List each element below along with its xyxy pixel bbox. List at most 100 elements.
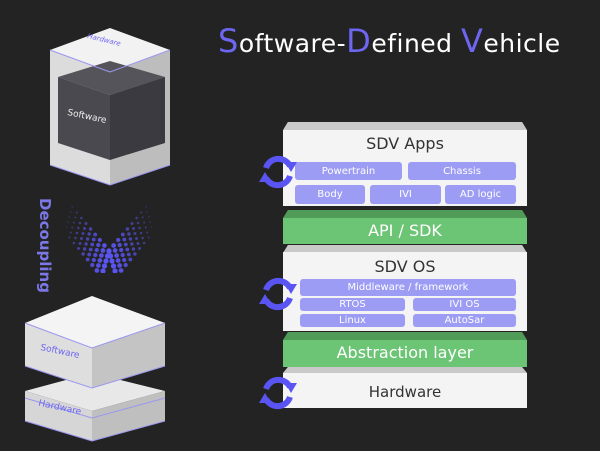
chevron-dot — [143, 221, 146, 224]
chevron-dot — [66, 221, 69, 223]
chevron-dot — [80, 216, 83, 220]
api-sdk-layer: API / SDK — [283, 210, 527, 244]
chevron-dot — [136, 221, 140, 225]
os-chip-rtos: RTOS — [300, 298, 405, 311]
title-letter: S — [218, 22, 239, 60]
chevron-dot — [68, 216, 70, 218]
os-chip-middleware: Middleware / framework — [300, 279, 516, 296]
chevron-dot — [144, 226, 147, 229]
refresh-icon — [257, 151, 299, 193]
coupled-cube-illustration — [49, 28, 171, 186]
chevron-dot — [125, 227, 130, 231]
chevron-dot — [145, 206, 147, 208]
sdv-apps-title: SDV Apps — [366, 134, 444, 153]
chevron-dot — [106, 248, 112, 254]
chevron-dot — [97, 237, 102, 243]
chevron-dot — [151, 226, 152, 228]
chevron-dot — [141, 216, 144, 219]
chevron-dot — [103, 258, 109, 264]
chevron-dot — [112, 268, 118, 273]
chevron-dot — [82, 247, 87, 251]
chevron-dot — [85, 257, 90, 262]
chevron-dot — [72, 221, 75, 224]
os-chip-autosar: AutoSar — [413, 314, 516, 327]
chevron-dot — [135, 237, 138, 240]
sdv-os-layer: SDV OS Middleware / framework RTOS IVI O… — [283, 245, 527, 331]
chevron-dot — [135, 216, 138, 220]
chevron-dot — [138, 247, 141, 250]
chevron-dot — [77, 247, 80, 250]
chevron-dot — [77, 226, 80, 230]
chevron-dot — [96, 242, 101, 248]
page-title: Software-Defined Vehicle — [218, 22, 561, 60]
title-part: efined — [371, 29, 461, 58]
chevron-dot — [115, 258, 121, 263]
chevron-dot — [81, 252, 85, 256]
title-part: oftware- — [238, 29, 347, 58]
chevron-dot — [139, 231, 143, 235]
chevron-dot — [91, 257, 96, 263]
chevron-dot — [100, 268, 106, 273]
refresh-icon — [257, 372, 299, 414]
chevron-dot — [123, 262, 128, 268]
chevron-dot — [78, 221, 82, 225]
decoupling-label: Decoupling — [36, 198, 54, 293]
chevron-dot — [83, 227, 86, 230]
chevron-dot — [122, 237, 127, 242]
chevron-dot — [120, 252, 125, 258]
chevron-dot — [114, 253, 119, 258]
chevron-dot — [87, 252, 92, 257]
app-chip-ad-logic: AD logic — [445, 185, 516, 204]
sdv-apps-layer: SDV Apps Powertrain Chassis Body IVI AD … — [283, 122, 527, 206]
os-chip-ivi-os: IVI OS — [413, 298, 516, 311]
app-chip-ivi: IVI — [370, 185, 441, 204]
chevron-dot — [94, 247, 99, 253]
decoupled-cubes-illustration — [24, 296, 166, 442]
chevron-dot — [97, 258, 103, 263]
chevron-dot — [100, 248, 106, 253]
chevron-dot — [69, 231, 72, 234]
chevron-dot — [138, 226, 141, 230]
title-part: ehicle — [483, 29, 561, 58]
app-chip-body: Body — [295, 185, 365, 204]
chevron-dot — [132, 227, 135, 230]
chevron-dot — [94, 268, 100, 273]
chevron-dot — [119, 247, 124, 253]
chevron-dot — [90, 242, 95, 247]
chevron-dot — [74, 236, 77, 240]
title-letter: D — [346, 22, 372, 60]
chevron-dot — [87, 232, 91, 236]
sdv-os-title: SDV OS — [374, 257, 436, 276]
chevron-dot — [99, 253, 104, 258]
chevron-dot — [109, 258, 115, 264]
chevron-dot — [88, 227, 93, 231]
chevron-dot — [120, 232, 125, 237]
chevron-dot — [123, 242, 128, 247]
chevron-dot — [68, 236, 71, 239]
chevron-dot — [111, 243, 116, 248]
chevron-dot — [148, 216, 150, 218]
chevron-dot — [146, 231, 149, 234]
chevron-dot — [136, 242, 140, 245]
chevron-dot — [78, 242, 82, 245]
chevron-dot — [90, 262, 95, 268]
chevron-dot — [80, 237, 83, 240]
chevron-dot — [91, 237, 96, 242]
chevron-dot — [126, 252, 131, 257]
chevron-dot — [146, 211, 149, 213]
chevron-dot — [75, 231, 79, 235]
app-chip-chassis: Chassis — [408, 162, 516, 180]
chevron-dot — [142, 241, 146, 245]
chevron-dot — [133, 232, 137, 235]
chevron-dot — [128, 257, 133, 262]
chevron-dot — [128, 237, 133, 241]
chevron-dot — [85, 237, 90, 241]
chevron-dot — [69, 211, 72, 213]
chevron-dot — [133, 252, 137, 256]
chevron-dot — [149, 221, 152, 223]
title-letter: V — [460, 22, 484, 60]
chevron-dot — [84, 222, 88, 225]
chevron-dot — [118, 268, 124, 273]
chevron-dot — [71, 226, 74, 229]
chevron-dot — [93, 252, 98, 258]
